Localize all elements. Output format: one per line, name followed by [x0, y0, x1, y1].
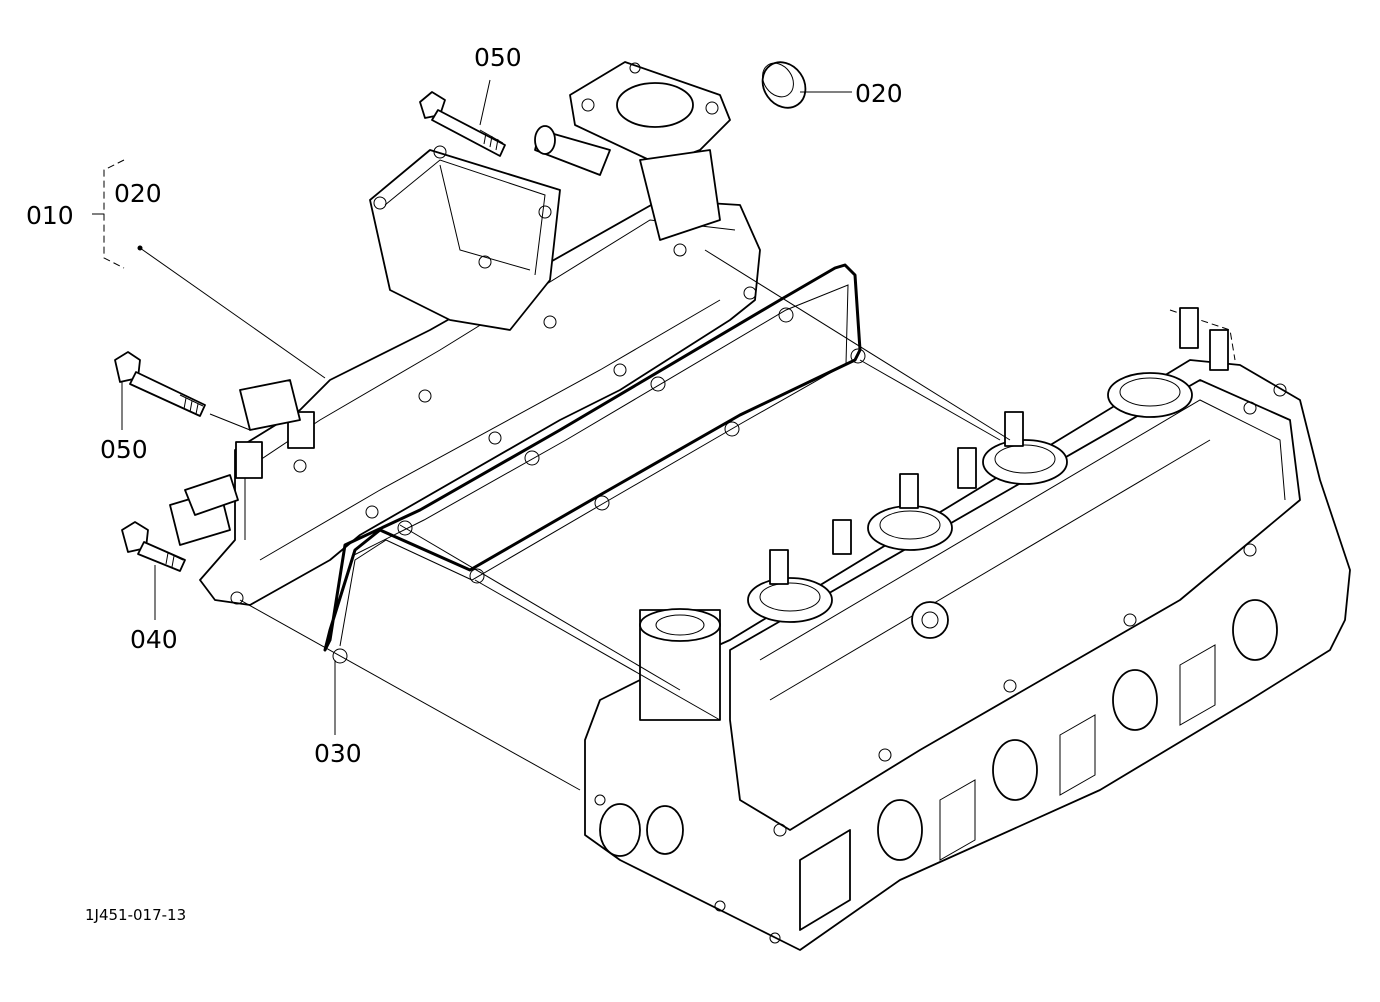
- plug-020: [761, 61, 807, 109]
- side-ports: [599, 599, 1278, 931]
- bolt-040: [121, 521, 186, 572]
- assembly-lines: [139, 247, 1011, 791]
- callout-020-plug: 020: [855, 79, 903, 108]
- head-studs: [639, 307, 1229, 721]
- bolt-050-left: [114, 351, 206, 417]
- gasket-030: [323, 263, 866, 664]
- callout-010: 010: [26, 201, 74, 230]
- callout-050-top: 050: [474, 43, 522, 72]
- diagram-id: 1J451-017-13: [85, 906, 186, 924]
- leader-lines: [92, 79, 852, 735]
- manifold-010: [169, 61, 761, 606]
- bolt-050-top: [419, 91, 506, 157]
- callout-040: 040: [130, 625, 178, 654]
- callout-050-left: 050: [100, 435, 148, 464]
- head-holes: [594, 383, 1287, 944]
- callout-020-assembly-item: 020: [114, 179, 162, 208]
- callout-030: 030: [314, 739, 362, 768]
- cylinder-head: [584, 307, 1351, 951]
